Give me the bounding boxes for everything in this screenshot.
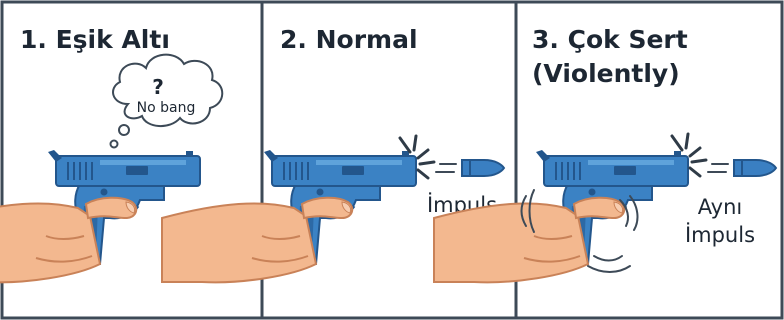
thought-text: No bang <box>137 100 196 116</box>
panel-3-caption-line-2: İmpuls <box>685 222 755 247</box>
thought-question-mark: ? <box>152 75 164 99</box>
panel-2-title: 2. Normal <box>280 25 418 54</box>
panel-1-title: 1. Eşik Altı <box>20 25 170 54</box>
panel-3-title-line-1: 3. Çok Sert <box>532 25 688 54</box>
panel-3-caption-line-1: Aynı <box>698 195 743 219</box>
panel-3-title-line-2: (Violently) <box>532 59 680 88</box>
